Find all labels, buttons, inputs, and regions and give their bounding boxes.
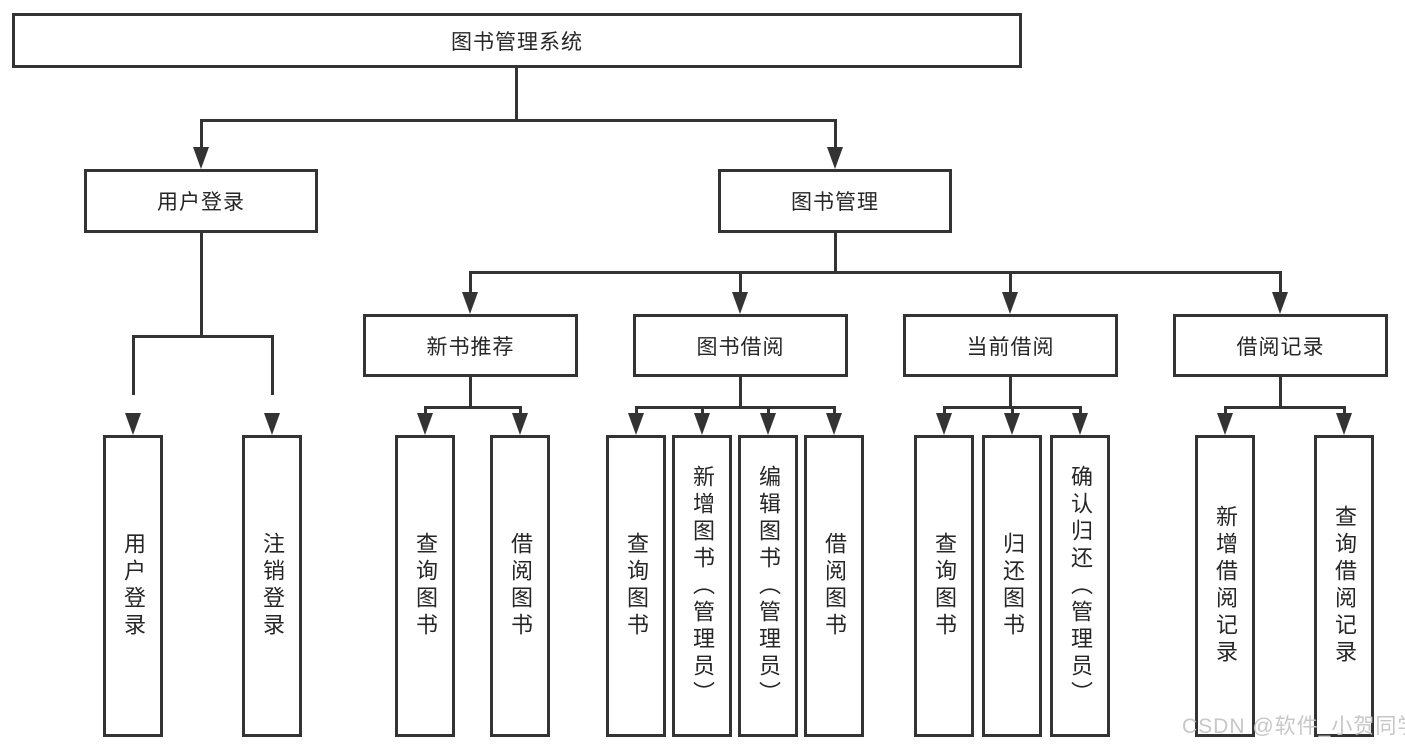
leaf-return-book: 归还图书 [982,435,1042,737]
group-new-book-recommend-box: 新书推荐 [363,314,578,377]
leaf-query-borrow-record-label: 查询借阅记录 [1332,505,1357,667]
arrow-down-icon [417,413,433,435]
group-current-borrow-box: 当前借阅 [903,314,1118,377]
group-current-borrow-label: 当前借阅 [966,335,1055,359]
arrow-down-icon [125,413,141,435]
connector-current-stem [1009,377,1012,408]
branch-book-management-label: 图书管理 [791,191,879,214]
leaf-borrow-books: 借阅图书 [804,435,864,737]
group-borrow-record-box: 借阅记录 [1173,314,1388,377]
arrow-down-icon [1272,292,1288,314]
root-node-box: 图书管理系统 [12,13,1022,68]
leaf-add-borrow-record: 新增借阅记录 [1195,435,1255,737]
arrow-down-icon [694,413,710,435]
leaf-borrow-books-recommend-label: 借阅图书 [508,532,533,640]
connector-root-stem [515,68,518,121]
leaf-query-books-current: 查询图书 [914,435,974,737]
arrow-down-icon [1072,413,1088,435]
branch-book-management-box: 图书管理 [718,169,952,233]
connector-leaf-shaft [1343,406,1346,418]
connector-management-stem [834,233,837,273]
leaf-query-books-recommend: 查询图书 [395,435,455,737]
connector-leaf-shaft [1079,406,1082,418]
connector-leaf-shaft [424,406,427,418]
leaf-add-book-admin-label: 新增图书（管理员） [690,464,715,708]
group-book-borrow-box: 图书借阅 [633,314,848,377]
arrow-down-icon [193,147,209,169]
group-book-borrow-label: 图书借阅 [696,335,785,359]
connector-root-crossbar [200,119,837,122]
arrow-down-icon [1217,413,1233,435]
connector-login-crossbar [132,335,274,338]
arrow-down-icon [628,413,644,435]
arrow-down-icon [462,292,478,314]
leaf-add-borrow-record-label: 新增借阅记录 [1213,505,1238,667]
connector-borrow-crossbar [635,406,836,409]
leaf-query-books-current-label: 查询图书 [932,532,957,640]
connector-leaf-shaft [767,406,770,418]
leaf-edit-book-admin-label: 编辑图书（管理员） [756,464,781,708]
arrow-down-icon [826,413,842,435]
connector-leaf-shaft [519,406,522,418]
leaf-edit-book-admin: 编辑图书（管理员） [738,435,798,737]
connector-recommend-stem [469,377,472,408]
leaf-user-login: 用户登录 [103,435,163,737]
connector-borrow-stem [739,377,742,408]
leaf-borrow-books-label: 借阅图书 [822,532,847,640]
arrow-down-icon [760,413,776,435]
csdn-watermark: CSDN @软件_小贺同学 [1182,715,1405,738]
leaf-return-book-label: 归还图书 [1000,532,1025,640]
leaf-user-login-label: 用户登录 [121,532,146,640]
branch-user-login-label: 用户登录 [157,191,245,214]
leaf-query-books-borrow: 查询图书 [606,435,666,737]
leaf-query-borrow-record: 查询借阅记录 [1314,435,1374,737]
root-node-label: 图书管理系统 [451,30,583,54]
leaf-query-books-borrow-label: 查询图书 [624,532,649,640]
connector-leaf-shaft [833,406,836,418]
connector-management-crossbar [469,271,1282,274]
connector-record-stem [1279,377,1282,408]
arrow-down-icon [936,413,952,435]
leaf-logout: 注销登录 [242,435,302,737]
group-new-book-recommend-label: 新书推荐 [426,335,515,359]
connector-recommend-crossbar [424,406,522,409]
arrow-down-icon [1002,292,1018,314]
arrow-down-icon [1336,413,1352,435]
group-borrow-record-label: 借阅记录 [1236,335,1325,359]
arrow-down-icon [827,147,843,169]
leaf-add-book-admin: 新增图书（管理员） [672,435,732,737]
connector-record-crossbar [1224,406,1346,409]
connector-leaf-shaft [635,406,638,418]
leaf-logout-label: 注销登录 [260,532,285,640]
connector-leaf-shaft [1011,406,1014,418]
connector-to-leaf-logout [271,335,274,395]
connector-leaf-shaft [701,406,704,418]
connector-to-group-current [1009,271,1012,296]
connector-leaf-shaft [943,406,946,418]
connector-to-leaf-user-login [132,335,135,395]
branch-user-login-box: 用户登录 [84,169,318,233]
leaf-confirm-return-admin: 确认归还（管理员） [1050,435,1110,737]
arrow-down-icon [264,413,280,435]
connector-to-group-borrow [739,271,742,296]
connector-to-group-record [1279,271,1282,296]
connector-to-book-management [834,119,837,150]
arrow-down-icon [512,413,528,435]
connector-leaf-shaft [1224,406,1227,418]
arrow-down-icon [1004,413,1020,435]
leaf-confirm-return-admin-label: 确认归还（管理员） [1068,464,1093,708]
leaf-borrow-books-recommend: 借阅图书 [490,435,550,737]
connector-login-stem [200,233,203,338]
arrow-down-icon [732,292,748,314]
leaf-query-books-recommend-label: 查询图书 [413,532,438,640]
connector-to-group-recommend [469,271,472,296]
connector-to-user-login [200,119,203,150]
